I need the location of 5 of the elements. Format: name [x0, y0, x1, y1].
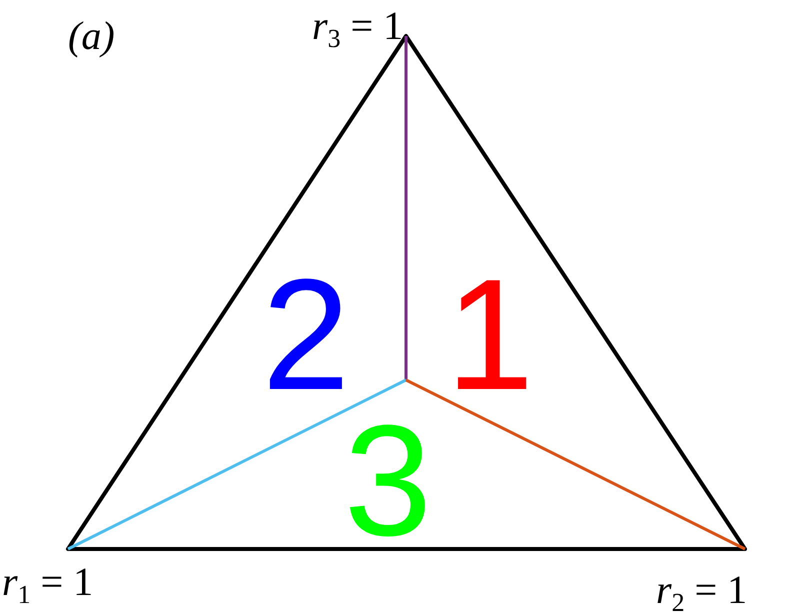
- vertex-label: r$_{2}$ = 1: [656, 570, 748, 615]
- panel-label: (a): [68, 16, 115, 56]
- vertex-label: r$_{3}$ = 1: [312, 6, 404, 52]
- vertex-label: r$_{1}$ = 1: [2, 562, 94, 608]
- region-number: 1: [446, 256, 534, 414]
